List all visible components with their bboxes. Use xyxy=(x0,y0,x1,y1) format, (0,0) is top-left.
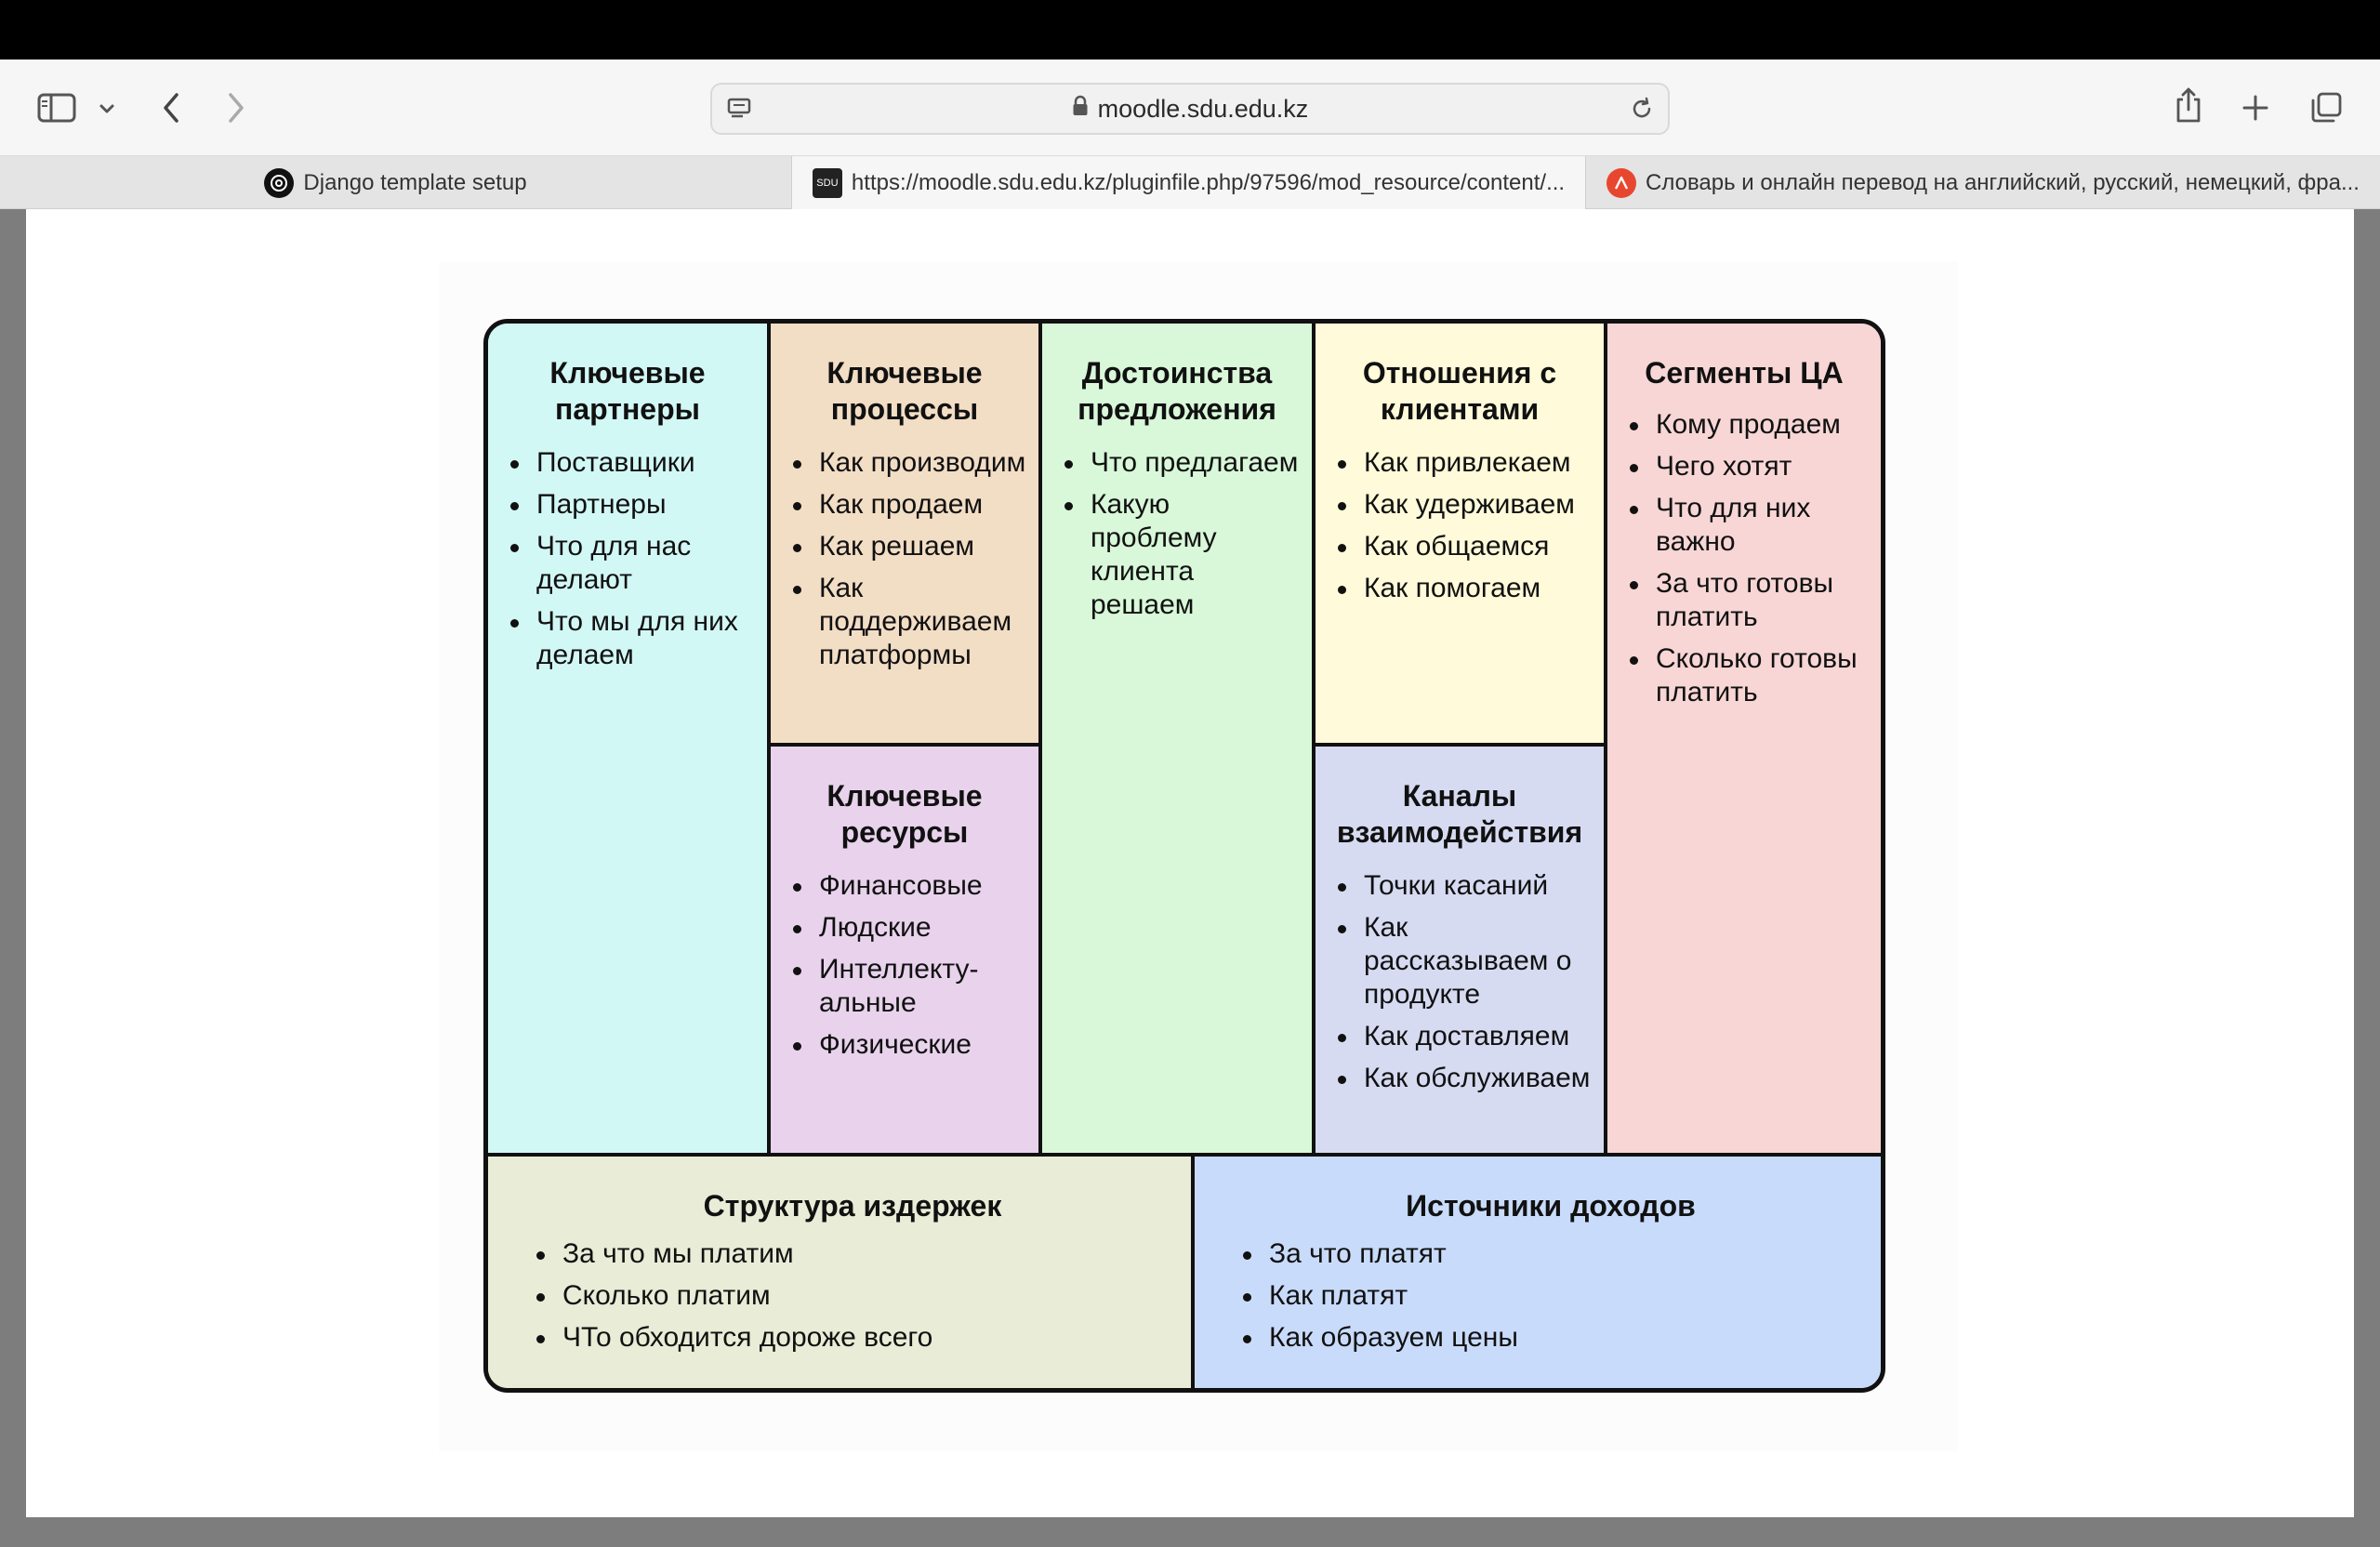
tab-title: https://moodle.sdu.edu.kz/pluginfile.php… xyxy=(851,169,1566,195)
list-item: Как привлекаем xyxy=(1327,446,1593,480)
block-title: Сегменты ЦА xyxy=(1645,356,1844,390)
list-item: Как обслуживаем xyxy=(1327,1062,1593,1095)
list-item: Как помогаем xyxy=(1327,572,1593,605)
block-revenue-streams: Источники доходов За что платят Как плат… xyxy=(1195,1153,1881,1388)
tab-moodle-pdf[interactable]: SDU https://moodle.sdu.edu.kz/pluginfile… xyxy=(792,156,1586,209)
business-model-canvas: Ключевые партнеры Поставщики Партнеры Чт… xyxy=(483,319,1885,1393)
page-viewport[interactable]: Ключевые партнеры Поставщики Партнеры Чт… xyxy=(0,209,2380,1547)
list-item: Как продаем xyxy=(782,488,1027,522)
list-item: Какую проблему клиента решаем xyxy=(1053,488,1301,622)
list-item: Что для нас делают xyxy=(499,530,756,597)
share-icon[interactable] xyxy=(2172,84,2205,126)
block-key-partners: Ключевые партнеры Поставщики Партнеры Чт… xyxy=(488,324,771,1153)
list-item: Кому продаем xyxy=(1619,408,1870,442)
list-item: Людские xyxy=(782,911,1027,945)
url-display[interactable]: moodle.sdu.edu.kz xyxy=(712,85,1668,133)
block-channels: Каналы взаимодействия Точки касаний Как … xyxy=(1316,747,1607,1153)
tab-django-template-setup[interactable]: Django template setup xyxy=(0,156,792,209)
pdf-page: Ключевые партнеры Поставщики Партнеры Чт… xyxy=(26,209,2354,1517)
block-title: Источники доходов xyxy=(1406,1189,1696,1223)
block-title: Структура издержек xyxy=(703,1189,1002,1223)
block-title: Достоинства предложения xyxy=(1078,356,1276,426)
block-key-resources: Ключевые ресурсы Финансовые Людские Инте… xyxy=(771,747,1042,1153)
list-item: Сколько готовы платить xyxy=(1619,642,1870,709)
block-title: Ключевые ресурсы xyxy=(826,779,983,849)
block-list: Что предлагаем Какую проблему клиента ре… xyxy=(1053,446,1301,622)
block-cost-structure: Структура издержек За что мы платим Скол… xyxy=(488,1153,1195,1388)
block-list: За что платят Как платят Как образуем це… xyxy=(1232,1237,1870,1355)
list-item: Как общаемся xyxy=(1327,530,1593,563)
list-item: ЧТо обходится дороже всего xyxy=(525,1321,1180,1355)
list-item: Как решаем xyxy=(782,530,1027,563)
list-item: Что предлагаем xyxy=(1053,446,1301,480)
block-list: За что мы платим Сколько платим ЧТо обхо… xyxy=(525,1237,1180,1355)
block-list: Как привлекаем Как удерживаем Как общаем… xyxy=(1327,446,1593,605)
window-top-bar xyxy=(0,0,2380,60)
tab-bar: Django template setup SDU https://moodle… xyxy=(0,156,2380,209)
block-title: Ключевые процессы xyxy=(826,356,983,426)
list-item: За что платят xyxy=(1232,1237,1870,1271)
block-list: Точки касаний Как рассказываем о продукт… xyxy=(1327,869,1593,1095)
list-item: За что готовы платить xyxy=(1619,567,1870,634)
list-item: Как рассказываем о продукте xyxy=(1327,911,1593,1012)
block-title: Отношения с клиентами xyxy=(1362,356,1557,426)
list-item: Чего хотят xyxy=(1619,450,1870,483)
sdu-icon: SDU xyxy=(812,167,842,198)
translator-icon xyxy=(1606,167,1636,198)
address-bar[interactable]: moodle.sdu.edu.kz xyxy=(710,83,1670,135)
chatgpt-icon xyxy=(264,167,295,198)
block-customer-relationships: Отношения с клиентами Как привлекаем Как… xyxy=(1316,324,1607,747)
list-item: Интеллекту-альные xyxy=(782,953,1027,1020)
list-item: Как образуем цены xyxy=(1232,1321,1870,1355)
list-item: Как поддерживаем платформы xyxy=(782,572,1027,672)
list-item: Точки касаний xyxy=(1327,869,1593,903)
list-item: Сколько платим xyxy=(525,1279,1180,1313)
block-value-proposition: Достоинства предложения Что предлагаем К… xyxy=(1042,324,1316,1153)
list-item: Как удерживаем xyxy=(1327,488,1593,522)
block-title: Ключевые партнеры xyxy=(549,356,706,426)
reload-icon[interactable] xyxy=(1627,94,1657,124)
list-item: Поставщики xyxy=(499,446,756,480)
tab-title: Django template setup xyxy=(303,169,527,195)
list-item: Как доставляем xyxy=(1327,1020,1593,1053)
list-item: Что мы для них делаем xyxy=(499,605,756,672)
list-item: Партнеры xyxy=(499,488,756,522)
new-tab-icon[interactable] xyxy=(2239,91,2272,125)
list-item: Финансовые xyxy=(782,869,1027,903)
tab-title: Словарь и онлайн перевод на английский, … xyxy=(1646,169,2360,195)
list-item: Как производим xyxy=(782,446,1027,480)
block-key-activities: Ключевые процессы Как производим Как про… xyxy=(771,324,1042,747)
forward-icon[interactable] xyxy=(219,87,253,128)
tab-translator[interactable]: Словарь и онлайн перевод на английский, … xyxy=(1586,156,2380,209)
block-title: Каналы взаимодействия xyxy=(1336,779,1583,849)
list-item: Что для них важно xyxy=(1619,492,1870,559)
url-text: moodle.sdu.edu.kz xyxy=(1097,94,1309,123)
browser-toolbar: moodle.sdu.edu.kz xyxy=(0,60,2380,156)
list-item: За что мы платим xyxy=(525,1237,1180,1271)
block-list: Как производим Как продаем Как решаем Ка… xyxy=(782,446,1027,672)
block-list: Финансовые Людские Интеллекту-альные Физ… xyxy=(782,869,1027,1062)
block-customer-segments: Сегменты ЦА Кому продаем Чего хотят Что … xyxy=(1607,324,1881,1153)
back-icon[interactable] xyxy=(154,87,188,128)
lock-icon xyxy=(1072,95,1089,124)
sidebar-toggle-icon[interactable] xyxy=(33,87,80,128)
list-item: Физические xyxy=(782,1028,1027,1062)
block-list: Кому продаем Чего хотят Что для них важн… xyxy=(1619,408,1870,709)
block-list: Поставщики Партнеры Что для нас делают Ч… xyxy=(499,446,756,672)
chevron-down-icon[interactable] xyxy=(95,97,119,121)
list-item: Как платят xyxy=(1232,1279,1870,1313)
page-menu-icon[interactable] xyxy=(723,94,755,124)
tab-overview-icon[interactable] xyxy=(2307,89,2345,126)
